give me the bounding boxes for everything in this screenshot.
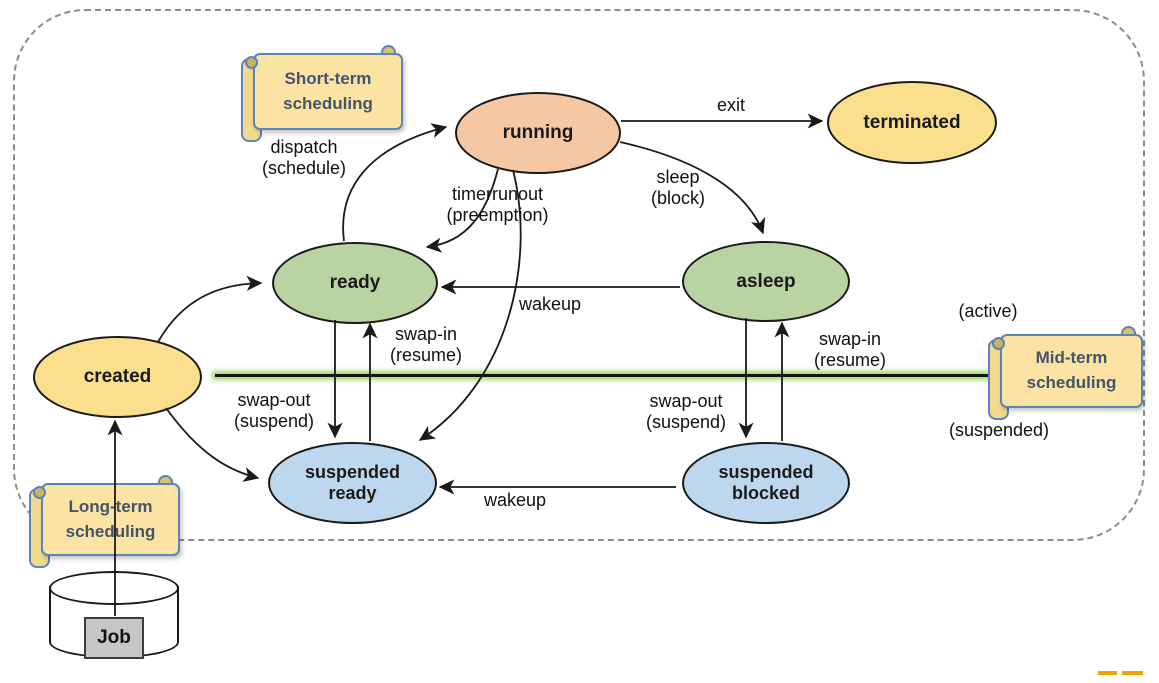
active-suspended-divider (215, 374, 993, 377)
diagram-boundary (13, 9, 1145, 541)
mid-term-scheduling-label: Mid-term scheduling (1026, 348, 1117, 392)
short-term-scheduling-note: Short-term scheduling (241, 45, 403, 142)
state-ready: ready (272, 242, 438, 324)
accent-dash (1122, 671, 1143, 675)
scroll-roll-cap (992, 337, 1005, 350)
state-suspended-blocked: suspended blocked (682, 442, 850, 524)
accent-dash (1098, 671, 1117, 675)
transition-label-wakeup-bottom: wakeup (483, 490, 547, 510)
long-term-scheduling-note: Long-term scheduling (29, 475, 180, 568)
job-pool-cylinder-top (49, 571, 179, 605)
transition-label-swap-out-right: swap-out (suspend) (645, 391, 727, 432)
mid-term-scheduling-note: Mid-term scheduling (988, 326, 1143, 420)
short-term-scheduling-label: Short-term scheduling (283, 68, 373, 113)
transition-label-exit: exit (716, 95, 745, 115)
long-term-scheduling-label: Long-term scheduling (65, 496, 156, 541)
transition-label-wakeup-top: wakeup (518, 294, 582, 314)
state-created: created (33, 336, 202, 418)
transition-label-swap-out-left: swap-out (suspend) (233, 390, 315, 431)
annotation-active: (active) (958, 301, 1018, 321)
transition-label-timerrunout: timerrunout (preemption) (446, 184, 549, 225)
state-terminated: terminated (827, 81, 997, 164)
scroll-roll-cap (245, 56, 258, 69)
transition-label-swap-in-right: swap-in (resume) (813, 329, 886, 370)
transition-label-dispatch: dispatch (schedule) (261, 137, 347, 178)
scroll-roll-cap (33, 486, 46, 499)
state-running: running (455, 92, 621, 174)
job-box: Job (84, 617, 144, 659)
transition-label-swap-in-left: swap-in (resume) (389, 324, 462, 365)
state-suspended-ready: suspended ready (268, 442, 437, 524)
annotation-suspended: (suspended) (948, 420, 1050, 440)
transition-label-sleep: sleep (block) (650, 167, 705, 208)
state-asleep: asleep (682, 241, 850, 322)
